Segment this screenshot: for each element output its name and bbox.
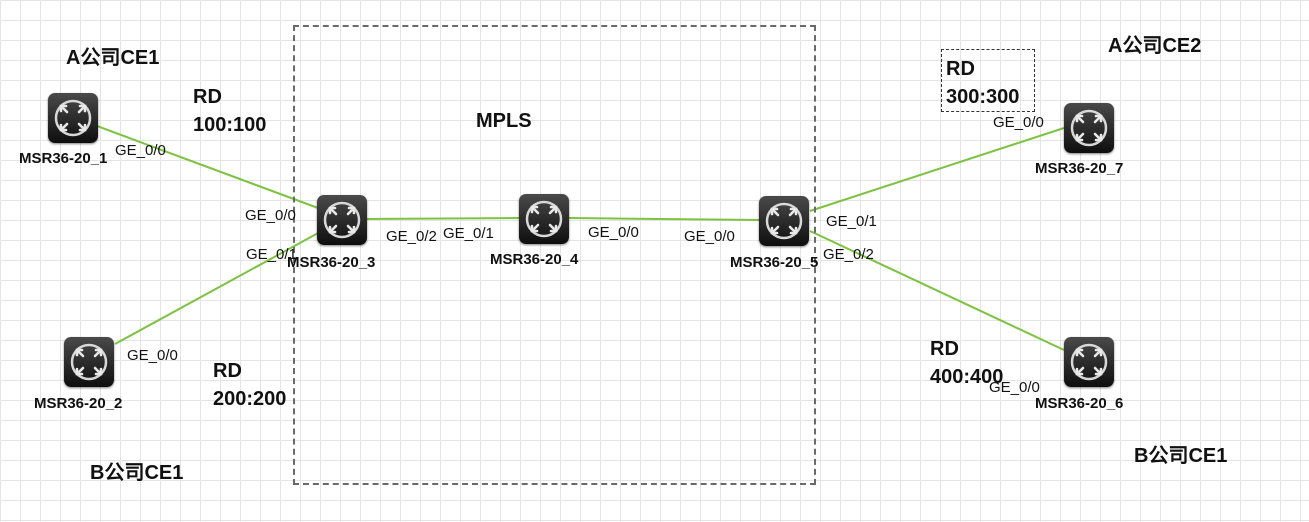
- rd-label: RD: [946, 58, 975, 80]
- port-label: GE_0/0: [127, 347, 178, 364]
- router-icon[interactable]: [64, 337, 114, 387]
- rd-value: 300:300: [946, 86, 1020, 108]
- port-label: GE_0/1: [246, 246, 297, 263]
- router-icon[interactable]: [519, 194, 569, 244]
- link-r2-r3: [114, 231, 321, 345]
- router-label: MSR36-20_7: [1035, 160, 1124, 177]
- site-label-b-ce1-right: B公司CE1: [1134, 445, 1228, 467]
- router-icon[interactable]: [759, 196, 809, 246]
- port-label: GE_0/2: [823, 246, 874, 263]
- port-label: GE_0/0: [588, 224, 639, 241]
- router-label: MSR36-20_3: [287, 254, 376, 271]
- rd-label: RD: [193, 86, 222, 108]
- port-label: GE_0/1: [443, 225, 494, 242]
- site-label-a-ce1: A公司CE1: [66, 47, 160, 69]
- port-label: GE_0/1: [826, 213, 877, 230]
- router-icon[interactable]: [1064, 103, 1114, 153]
- mpls-domain-box: [293, 25, 816, 485]
- rd-value: 400:400: [930, 366, 1004, 388]
- port-label: GE_0/2: [386, 228, 437, 245]
- router-icon[interactable]: [48, 93, 98, 143]
- rd-highlight-box: [941, 49, 1035, 112]
- site-label-a-ce2: A公司CE2: [1108, 35, 1202, 57]
- router-icon[interactable]: [317, 195, 367, 245]
- link-r3-r4: [365, 217, 520, 220]
- router-icon[interactable]: [1064, 337, 1114, 387]
- router-label: MSR36-20_1: [19, 150, 108, 167]
- link-r4-r5: [568, 217, 761, 221]
- link-r1-r3: [96, 125, 319, 209]
- router-label: MSR36-20_4: [490, 251, 579, 268]
- port-label: GE_0/0: [989, 379, 1040, 396]
- mpls-title: MPLS: [476, 110, 532, 132]
- link-r5-r6: [809, 230, 1065, 351]
- rd-value: 100:100: [193, 114, 267, 136]
- port-label: GE_0/0: [684, 228, 735, 245]
- rd-label: RD: [930, 338, 959, 360]
- rd-label: RD: [213, 360, 242, 382]
- port-label: GE_0/0: [245, 207, 296, 224]
- link-r5-r7: [809, 127, 1065, 212]
- rd-value: 200:200: [213, 388, 287, 410]
- port-label: GE_0/0: [993, 114, 1044, 131]
- site-label-b-ce1: B公司CE1: [90, 462, 184, 484]
- router-label: MSR36-20_5: [730, 254, 819, 271]
- port-label: GE_0/0: [115, 142, 166, 159]
- router-label: MSR36-20_6: [1035, 395, 1124, 412]
- router-label: MSR36-20_2: [34, 395, 123, 412]
